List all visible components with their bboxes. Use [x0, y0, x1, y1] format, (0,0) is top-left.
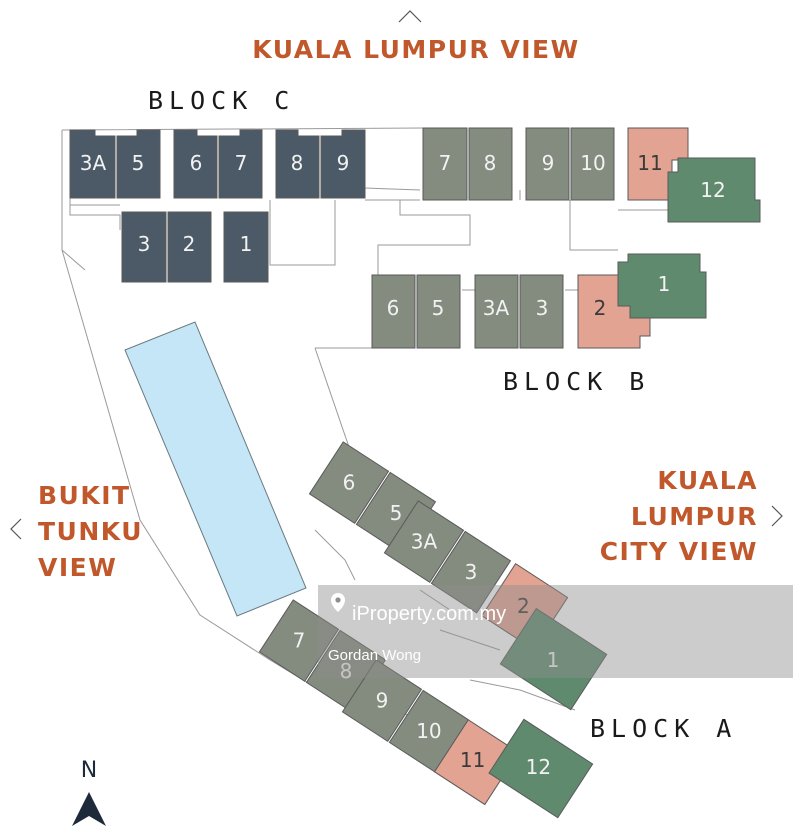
chevron-left-icon	[10, 518, 22, 540]
unit-c-2-label: 2	[183, 232, 196, 256]
unit-c-8-label: 8	[291, 151, 304, 175]
unit-c-7-label: 7	[235, 151, 248, 175]
unit-b-3a-label: 3A	[483, 296, 510, 320]
view-right-line-3: CITY VIEW	[600, 537, 758, 566]
unit-b-3a[interactable]: 3A	[474, 274, 519, 349]
block-b-label: BLOCK B	[503, 367, 650, 396]
pin-icon	[331, 593, 345, 612]
block-b-units[interactable]: 6 5 3A 3 2 1	[371, 253, 707, 349]
block-a-label: BLOCK A	[590, 714, 737, 743]
unit-c-12-right-label: 12	[700, 178, 725, 202]
view-top: KUALA LUMPUR VIEW	[252, 10, 579, 64]
unit-a-10-label: 10	[416, 719, 441, 743]
unit-c-5[interactable]: 5	[116, 129, 161, 199]
unit-a-3a[interactable]: 3A	[383, 500, 465, 583]
unit-a-2-label: 2	[517, 594, 530, 618]
unit-a-11[interactable]: 11	[433, 719, 520, 806]
unit-c-7[interactable]: 7	[218, 129, 263, 199]
unit-c-9-right-label: 9	[542, 151, 555, 175]
unit-a-3a-label: 3A	[411, 530, 438, 554]
unit-c-8-right-label: 8	[484, 151, 497, 175]
unit-c-7-right[interactable]: 7	[422, 127, 468, 201]
unit-c-3a[interactable]: 3A	[69, 129, 116, 199]
block-a-units[interactable]: 6 5 3A 3 2 1 7 8	[258, 441, 608, 819]
unit-c-9[interactable]: 9	[320, 129, 366, 199]
view-left: BUKIT TUNKU VIEW	[10, 481, 143, 582]
unit-c-1-label: 1	[240, 232, 253, 256]
unit-c-8-right[interactable]: 8	[468, 127, 513, 201]
compass: N	[72, 758, 106, 826]
unit-c-10-right[interactable]: 10	[570, 127, 615, 201]
unit-c-3a-label: 3A	[80, 151, 107, 175]
view-left-line-3: VIEW	[38, 553, 117, 582]
unit-a-9[interactable]: 9	[341, 659, 423, 742]
unit-a-9-label: 9	[376, 689, 389, 713]
view-left-line-2: TUNKU	[38, 517, 143, 546]
view-right: KUALA LUMPUR CITY VIEW	[600, 466, 783, 566]
view-top-label: KUALA LUMPUR VIEW	[252, 35, 579, 64]
watermark-agent: Gordan Wong	[328, 647, 421, 664]
view-right-line-1: KUALA	[657, 466, 758, 495]
unit-b-1-label: 1	[658, 272, 671, 296]
unit-c-7-right-label: 7	[439, 151, 452, 175]
unit-c-1[interactable]: 1	[223, 211, 269, 283]
swimming-pool	[124, 321, 307, 617]
unit-b-6-label: 6	[387, 296, 400, 320]
unit-a-11-label: 11	[460, 748, 485, 772]
watermark: iProperty.com.my Gordan Wong	[318, 585, 793, 678]
unit-c-10-right-label: 10	[580, 151, 605, 175]
block-c-units[interactable]: 3A 5 6 7 8 9 3 2	[69, 127, 761, 283]
unit-b-3-label: 3	[536, 296, 549, 320]
site-outline	[61, 127, 701, 721]
chevron-up-icon	[398, 10, 422, 23]
unit-a-1-label: 1	[547, 648, 560, 672]
unit-b-3[interactable]: 3	[519, 274, 564, 349]
unit-c-9-label: 9	[337, 151, 350, 175]
view-left-line-1: BUKIT	[38, 481, 131, 510]
unit-c-6-label: 6	[190, 151, 203, 175]
view-right-line-2: LUMPUR	[631, 502, 758, 531]
unit-a-12-label: 12	[526, 755, 551, 779]
unit-c-12-right[interactable]: 12	[667, 157, 761, 223]
unit-c-6[interactable]: 6	[173, 129, 218, 199]
unit-a-7[interactable]: 7	[258, 599, 340, 682]
unit-a-10[interactable]: 10	[388, 689, 470, 773]
chevron-right-icon	[771, 505, 783, 527]
unit-c-8[interactable]: 8	[275, 129, 320, 199]
unit-b-5[interactable]: 5	[416, 274, 461, 349]
unit-a-6-label: 6	[343, 471, 356, 495]
watermark-site: iProperty.com.my	[352, 603, 506, 625]
unit-a-5-label: 5	[390, 501, 403, 525]
unit-c-2[interactable]: 2	[167, 211, 212, 283]
unit-a-1[interactable]: 1	[499, 607, 608, 711]
north-label: N	[81, 758, 97, 783]
unit-a-3-label: 3	[465, 560, 478, 584]
unit-c-9-right[interactable]: 9	[525, 127, 570, 201]
unit-a-8-label: 8	[340, 659, 353, 683]
unit-a-6[interactable]: 6	[308, 441, 390, 524]
unit-c-3-label: 3	[138, 232, 151, 256]
unit-a-12[interactable]: 12	[488, 718, 594, 819]
unit-b-1[interactable]: 1	[617, 253, 707, 319]
unit-b-6[interactable]: 6	[371, 274, 416, 349]
block-c-label: BLOCK C	[148, 86, 295, 115]
unit-a-7-label: 7	[293, 629, 306, 653]
north-arrow-icon	[72, 792, 106, 826]
unit-c-5-label: 5	[132, 151, 145, 175]
unit-c-11-right-label: 11	[637, 151, 662, 175]
unit-b-5-label: 5	[432, 296, 445, 320]
unit-b-2-label: 2	[594, 296, 607, 320]
unit-c-11-right[interactable]: 11	[627, 127, 689, 201]
unit-c-3[interactable]: 3	[121, 211, 167, 283]
unit-a-5[interactable]: 5	[355, 471, 437, 555]
unit-a-3[interactable]: 3	[430, 530, 512, 614]
